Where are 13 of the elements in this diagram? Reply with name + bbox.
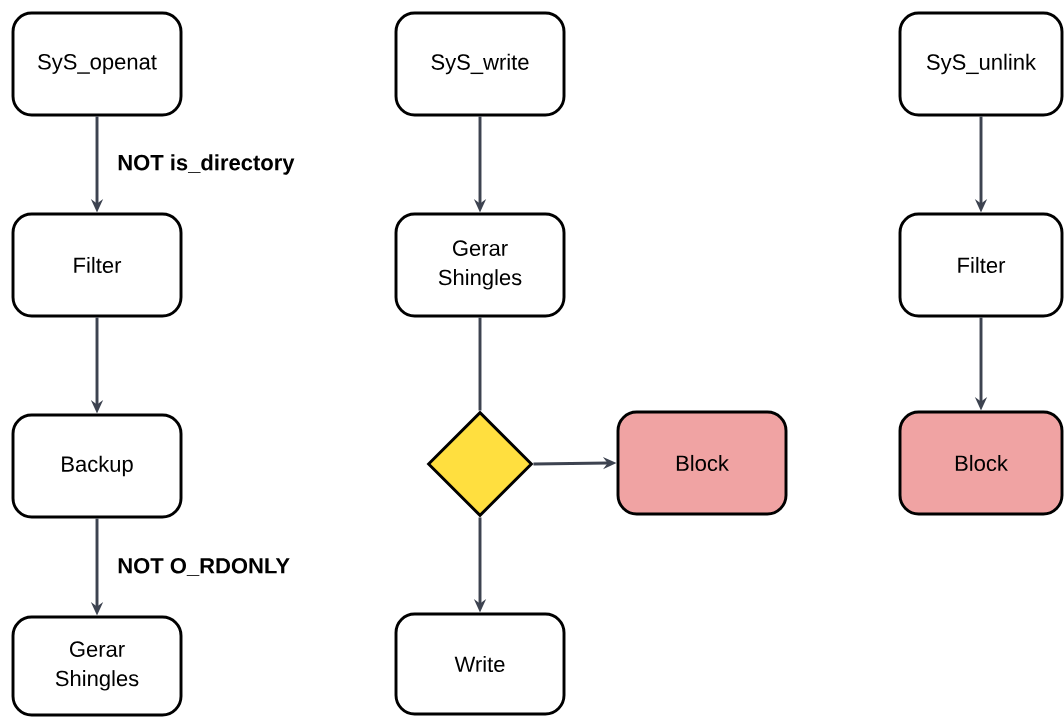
process-box: Backup: [11, 413, 183, 519]
process-box: Block: [616, 410, 788, 516]
process-box: Gerar Shingles: [394, 212, 566, 318]
process-box: SyS_write: [394, 11, 566, 117]
process-box: Block: [898, 410, 1064, 516]
process-box: Write: [394, 612, 566, 716]
process-box: Gerar Shingles: [11, 615, 183, 717]
process-box: Filter: [898, 212, 1064, 318]
process-box: SyS_unlink: [898, 11, 1064, 117]
edge-label: NOT is_directory: [118, 154, 295, 175]
process-box: SyS_openat: [11, 11, 183, 117]
edge-label: NOT O_RDONLY: [118, 557, 290, 576]
process-box: Filter: [11, 212, 183, 318]
